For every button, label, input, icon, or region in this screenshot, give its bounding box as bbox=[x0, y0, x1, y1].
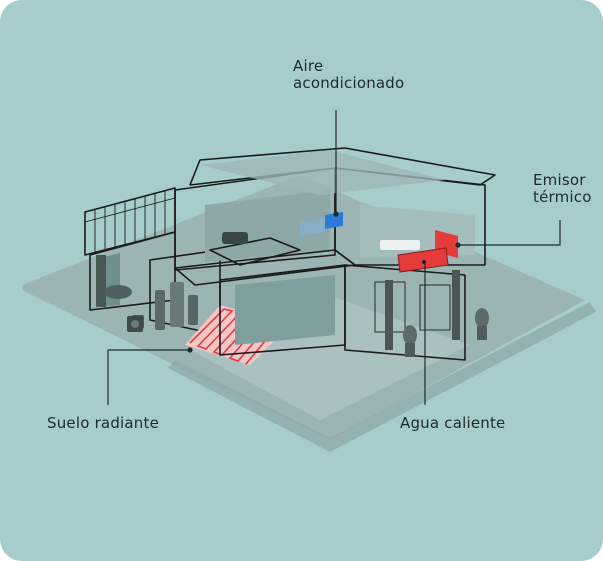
pillars bbox=[96, 255, 460, 350]
upper-floor bbox=[174, 147, 496, 286]
air-conditioner-icon bbox=[300, 212, 343, 236]
heat-pump-icon bbox=[127, 316, 143, 332]
thermal-emitter-label-line2: térmico bbox=[533, 188, 592, 206]
air-conditioning-label-line2: acondicionado bbox=[293, 74, 405, 92]
air-conditioning-label-line1: Aire bbox=[293, 57, 324, 75]
potted-plants bbox=[403, 308, 489, 357]
thermal-emitter-label-line1: Emisor bbox=[533, 171, 586, 189]
hot-water-label: Agua caliente bbox=[400, 414, 506, 432]
thermal-emitter-label: Emisor térmico bbox=[533, 172, 592, 206]
radiator-icon bbox=[397, 230, 458, 273]
underfloor-heating-label: Suelo radiante bbox=[47, 414, 160, 432]
leader-lines bbox=[107, 110, 561, 405]
air-conditioning-label: Aire acondicionado bbox=[293, 58, 404, 92]
